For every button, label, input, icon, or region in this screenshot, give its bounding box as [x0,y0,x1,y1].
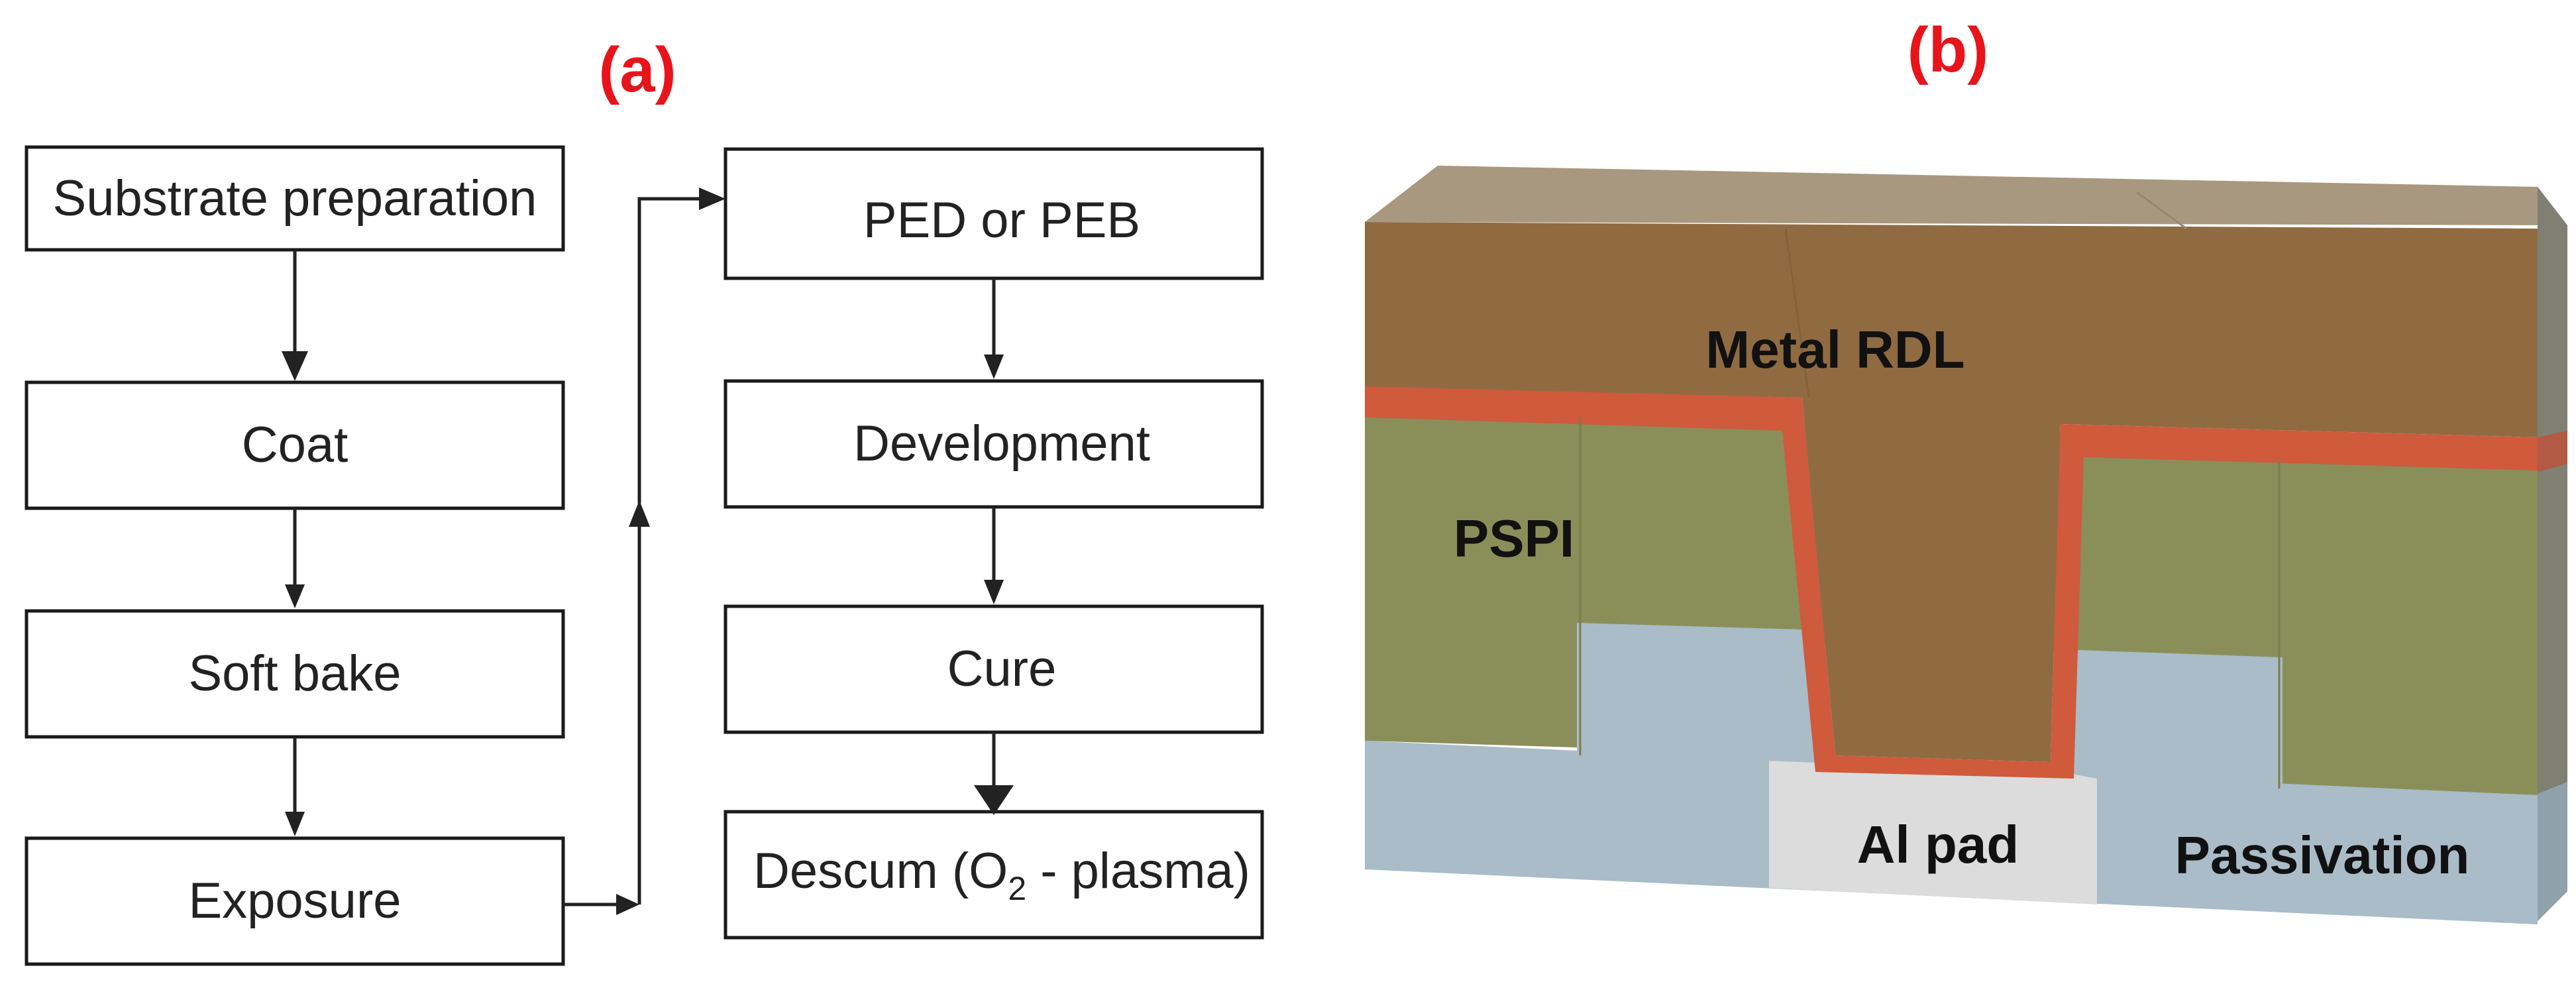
flow-arrow [285,508,305,608]
panel-label-b: (b) [1907,15,1989,85]
process-flowchart: Substrate preparation Coat Soft bake Exp… [25,145,1264,966]
pspi-opening-step [2061,649,2282,795]
flow-step-exposure: Exposure [25,836,565,966]
metal-rdl-layer [1365,222,2538,762]
right-side-passivation [2538,782,2567,921]
metal-top-face [1365,166,2567,225]
pspi-opening-step [1577,623,1815,762]
seam-line [1784,228,1810,398]
flow-step-development: Development [724,379,1264,509]
flow-step-substrate-preparation: Substrate preparation [25,145,565,252]
flow-arrow [282,250,308,381]
flow-step-ped-or-peb: PED or PEB [724,147,1264,280]
right-side-seed [2538,431,2567,472]
panel-label-a: (a) [598,34,676,105]
flow-step-soft-bake: Soft bake [25,609,565,739]
flow-step-descum: Descum (O2 - plasma) [724,810,1264,940]
flow-arrow [984,278,1004,379]
seam-line [2136,191,2187,230]
flow-step-label: Coat [242,417,349,473]
flow-step-label: Descum (O2 - plasma) [753,843,1250,907]
flow-step-cure: Cure [724,604,1264,734]
flow-connector-arrow [563,188,725,915]
flow-arrow [984,507,1004,604]
flow-step-coat: Coat [25,380,565,510]
flow-step-label: Exposure [188,873,401,929]
metal-rdl-label: Metal RDL [1705,320,1964,379]
right-side-face [2538,187,2567,921]
passivation-label: Passivation [2175,826,2470,885]
rdl-cross-section: Metal RDL PSPI Al pad Passivation [1365,166,2567,924]
flow-arrow [285,737,305,836]
pspi-label: PSPI [1454,509,1574,568]
flow-arrow [974,732,1014,815]
al-pad [1769,761,2097,904]
flow-step-label: Cure [947,641,1057,697]
flow-step-label: Development [853,415,1150,472]
flow-step-label: Substrate preparation [53,170,537,227]
al-pad-label: Al pad [1857,815,2019,874]
flow-step-label: Soft bake [188,645,401,702]
flow-step-label: PED or PEB [863,192,1140,248]
